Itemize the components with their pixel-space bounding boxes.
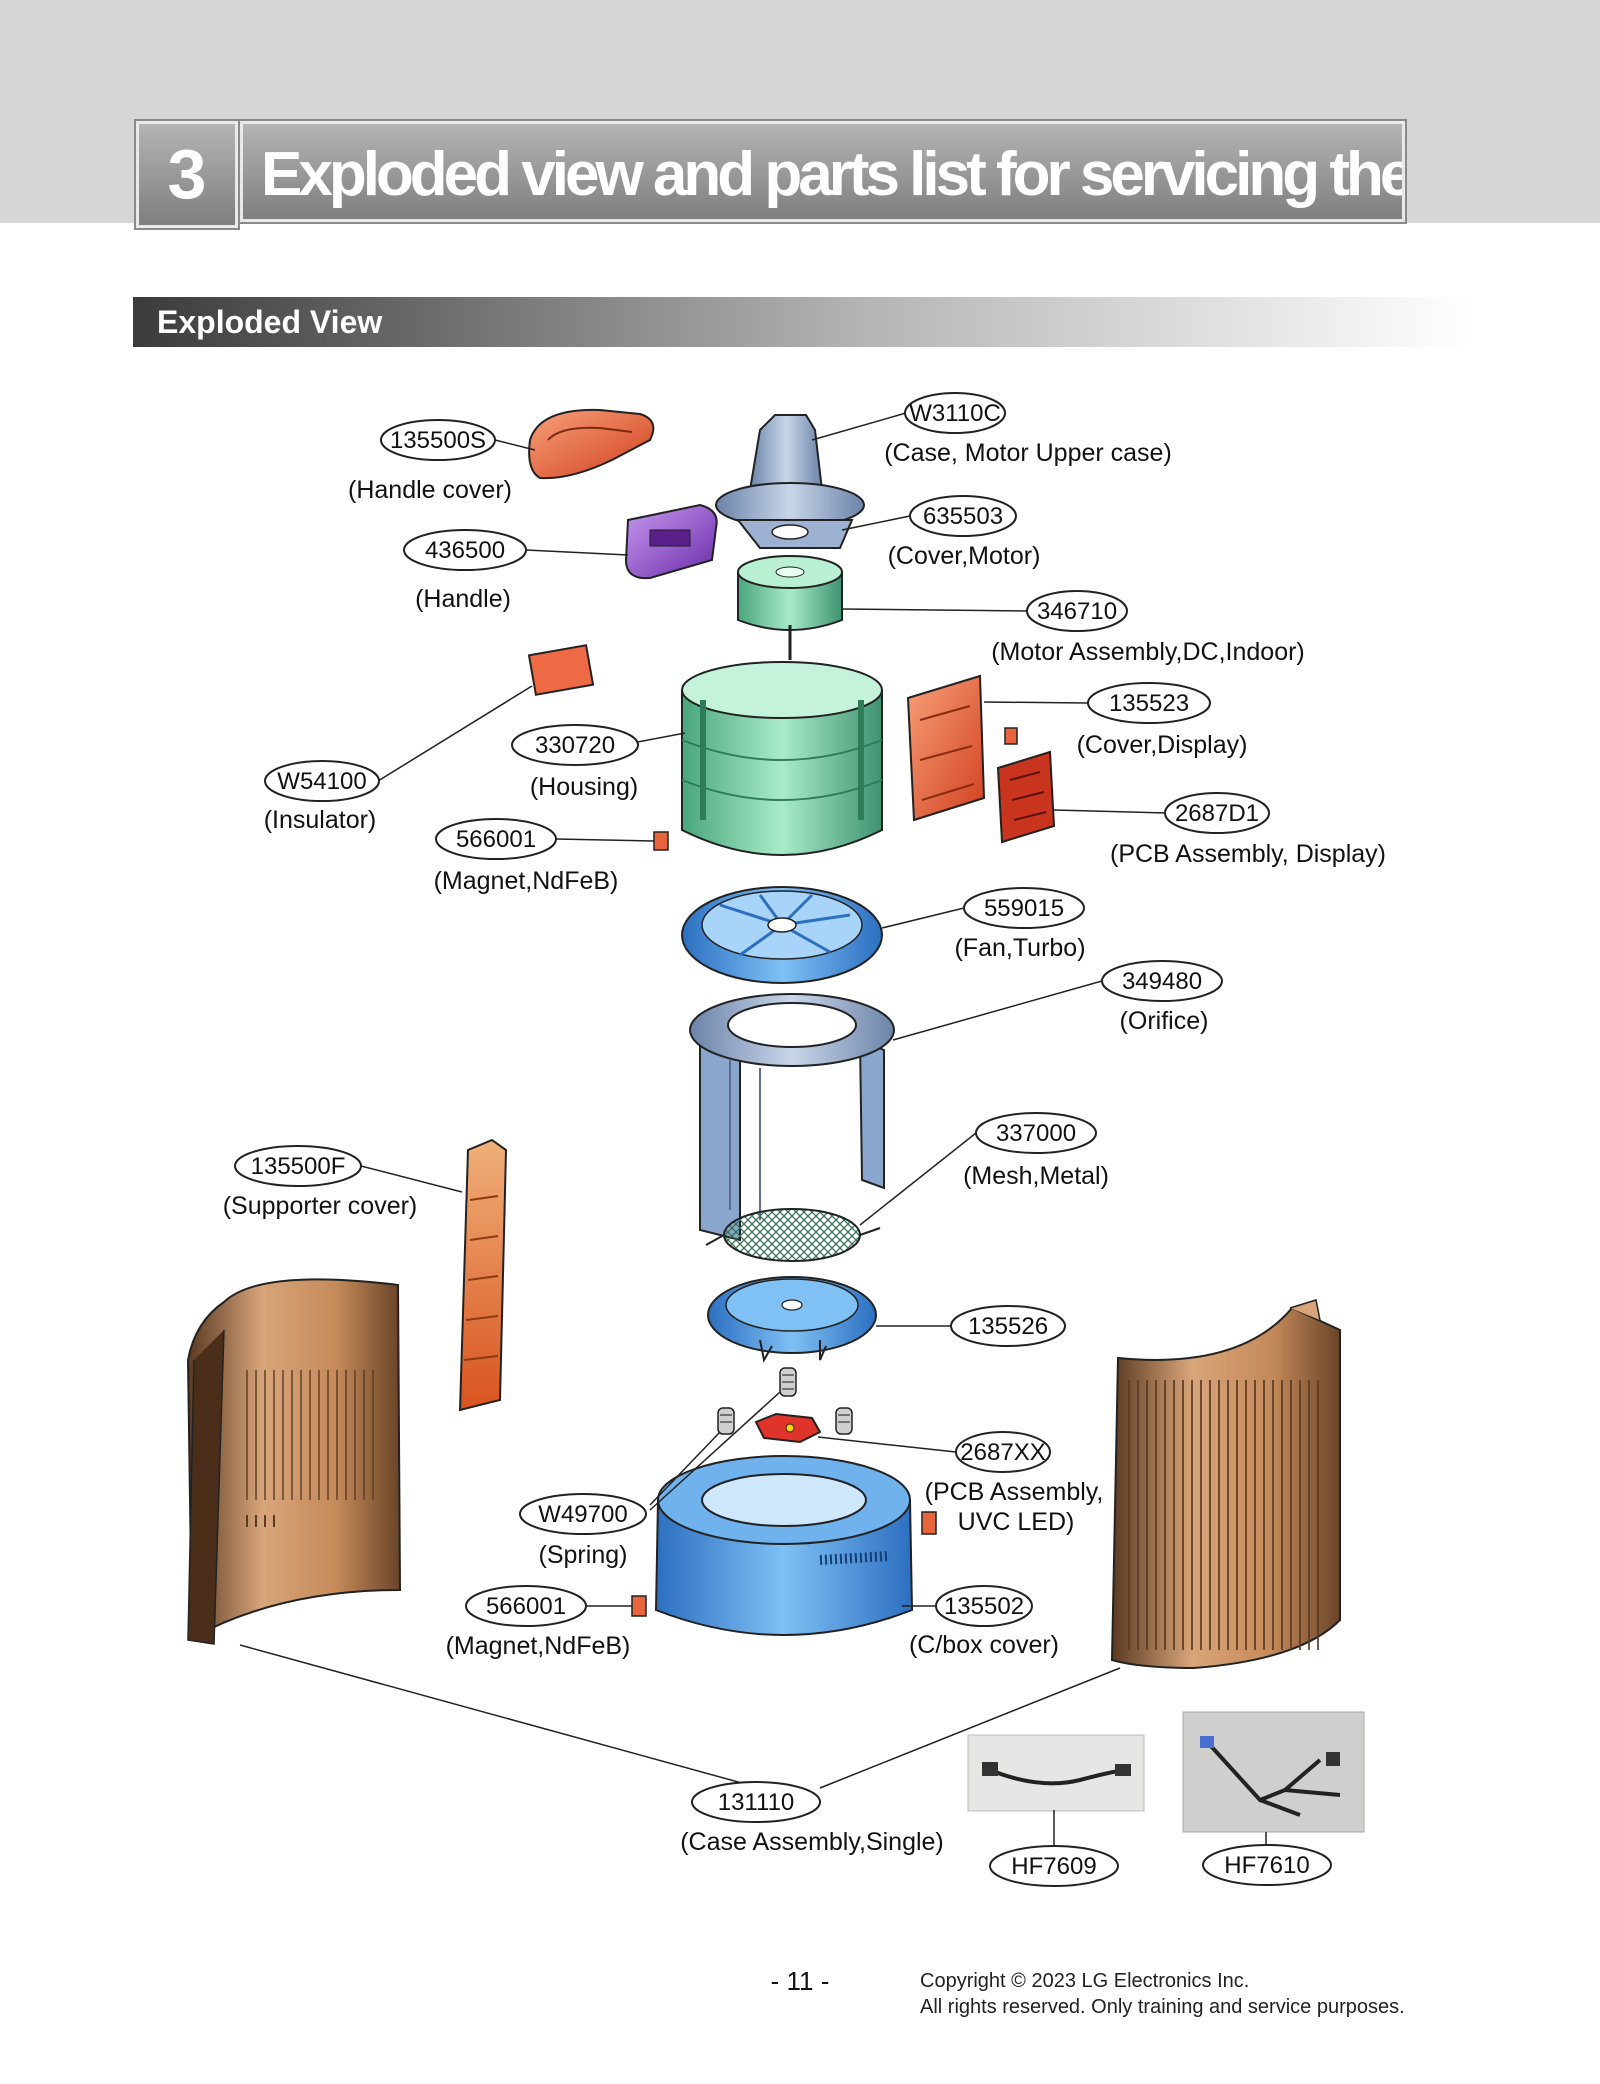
magnet-upper-name: (Magnet,NdFeB) [434,867,619,895]
cbox-cover-code: 135502 [944,1593,1024,1620]
motor-cover-code: 635503 [923,503,1003,530]
leader-lines [239,412,1267,1848]
pcb-uvc-name-line2: UVC LED) [958,1508,1075,1536]
housing-name: (Housing) [530,773,638,801]
motor-part [737,555,843,660]
label-ovals [234,392,1332,1887]
section-title: Exploded View [157,304,383,340]
orifice-part [689,993,895,1242]
mesh-part [705,1208,881,1262]
copyright-block: Copyright © 2023 LG Electronics Inc. All… [920,1968,1405,2020]
pcb-uvc-name-line1: (PCB Assembly, [925,1478,1104,1506]
harness-b-code: HF7610 [1224,1852,1309,1879]
housing-part [681,661,883,856]
pcb-uvc-part [754,1412,937,1535]
mesh-name: (Mesh,Metal) [963,1162,1109,1190]
display-cover-part [906,674,1018,822]
fan-name: (Fan,Turbo) [954,934,1085,962]
plate-code: 135526 [968,1313,1048,1340]
magnet-upper-code: 566001 [456,826,536,853]
magnet-upper-part [653,831,669,851]
plate-part [707,1276,877,1363]
mesh-code: 337000 [996,1120,1076,1147]
insulator-part [527,644,595,696]
fan-part [681,886,883,984]
harness-hf7610-photo [1182,1711,1365,1833]
fan-code: 559015 [984,895,1064,922]
motor-name: (Motor Assembly,DC,Indoor) [991,638,1305,666]
upper-case-part [715,414,865,549]
spring-code: W49700 [538,1501,627,1528]
section-header: Exploded View [133,297,1470,347]
harness-a-code: HF7609 [1011,1853,1096,1880]
display-cover-code: 135523 [1109,690,1189,717]
upper-case-code: W3110C [909,400,1001,427]
handle-cover-name: (Handle cover) [348,476,512,504]
orifice-name: (Orifice) [1120,1007,1209,1035]
copyright-line: Copyright © 2023 LG Electronics Inc. [920,1970,1250,1992]
magnet-lower-code: 566001 [486,1593,566,1620]
pcb-display-code: 2687D1 [1175,800,1259,827]
pcb-display-name: (PCB Assembly, Display) [1110,840,1386,868]
cbox-cover-name: (C/box cover) [909,1631,1059,1659]
motor-code: 346710 [1037,598,1117,625]
handle-cover-part [528,408,655,480]
spring-parts [717,1367,853,1435]
magnet-lower-part [631,1595,647,1617]
supporter-cover-part [458,1138,508,1412]
handle-code: 436500 [425,537,505,564]
supporter-cover-code: 135500F [251,1153,346,1180]
motor-cover-name: (Cover,Motor) [888,542,1041,570]
case-right-part [1110,1299,1341,1670]
supporter-cover-name: (Supporter cover) [223,1192,418,1220]
case-assembly-code: 131110 [718,1789,795,1816]
magnet-lower-name: (Magnet,NdFeB) [446,1632,631,1660]
page-title: Exploded view and parts list for servici… [240,121,1405,222]
pcb-uvc-code: 2687XX [960,1439,1045,1466]
upper-case-name: (Case, Motor Upper case) [884,439,1172,467]
pcb-display-part [996,750,1056,844]
housing-code: 330720 [535,732,615,759]
case-assembly-name: (Case Assembly,Single) [680,1828,944,1856]
spring-name: (Spring) [539,1541,628,1569]
page-number: - 11 - [770,1966,830,1996]
orifice-code: 349480 [1122,968,1202,995]
display-cover-name: (Cover,Display) [1077,731,1248,759]
handle-cover-code: 135500S [390,427,486,454]
insulator-code: W54100 [277,768,366,795]
rights-line: All rights reserved. Only training and s… [920,1996,1405,2018]
handle-name: (Handle) [415,585,511,613]
section-number: 3 [136,121,238,228]
harness-hf7609-photo [967,1734,1145,1812]
cbox-cover-part [654,1455,914,1636]
handle-part [624,503,718,580]
case-left-part [186,1278,402,1645]
insulator-name: (Insulator) [264,806,377,834]
